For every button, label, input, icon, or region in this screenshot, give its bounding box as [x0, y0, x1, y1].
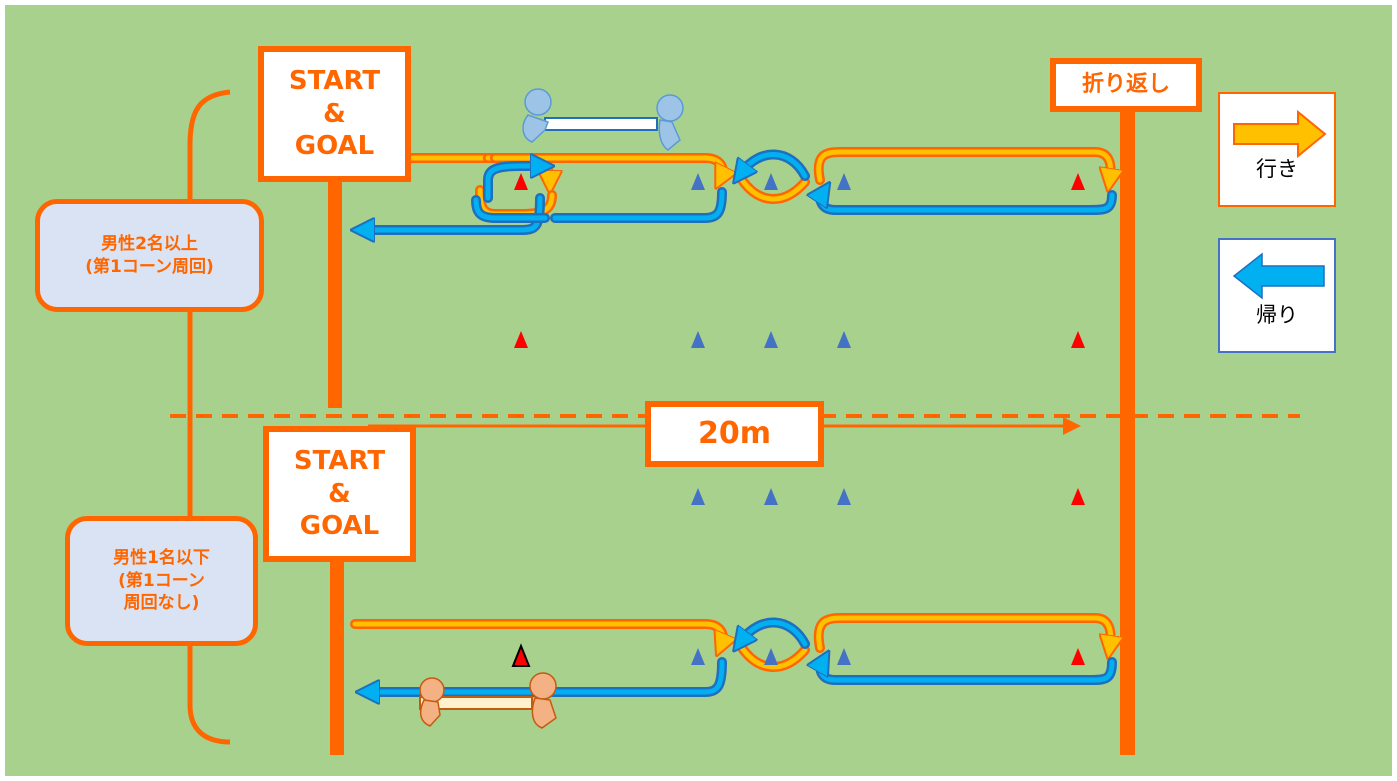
playing-field [5, 5, 1392, 776]
blue-cone [691, 331, 705, 348]
cones [511, 173, 1085, 667]
red-cone [1071, 331, 1085, 348]
blue-cone [837, 173, 851, 190]
legend-outbound: 行き [1218, 92, 1336, 207]
return-path-bottom [815, 657, 1117, 685]
start-goal-line3: GOAL [294, 131, 375, 162]
start-goal-line2: & [328, 478, 351, 509]
start-goal-line2: & [323, 98, 346, 129]
legend-outbound-label: 行き [1256, 157, 1298, 181]
legend-return: 帰り [1218, 238, 1336, 353]
distance-label-box: 20m [645, 401, 824, 467]
red-cone [514, 331, 528, 348]
orange-right-arrow-icon [1233, 109, 1327, 159]
blue-cone [837, 648, 851, 665]
group-top-line2: (第1コーン周回) [85, 256, 214, 277]
group-top-line1: 男性2名以上 [101, 233, 198, 254]
group-label-bottom: 男性1名以下 (第1コーン 周回なし) [65, 516, 258, 646]
runners-blue-icon [522, 88, 684, 151]
turnaround-sign: 折り返し [1050, 58, 1202, 112]
start-post-top [328, 180, 342, 408]
group-brace [187, 89, 231, 745]
blue-cone [837, 488, 851, 505]
blue-cone [837, 331, 851, 348]
legend-return-label: 帰り [1256, 303, 1298, 327]
blue-cone [764, 173, 778, 190]
start-goal-line3: GOAL [299, 511, 380, 542]
blue-cone [691, 173, 705, 190]
start-goal-line1: START [288, 66, 381, 97]
distance-label: 20m [697, 416, 771, 452]
blue-left-arrow-icon [1232, 252, 1325, 300]
blue-cone [764, 648, 778, 665]
blue-cone [691, 488, 705, 505]
outbound-path-bottom [350, 619, 728, 648]
blue-cone [764, 331, 778, 348]
group-label-top: 男性2名以上 (第1コーン周回) [35, 199, 264, 312]
red-cone [514, 173, 528, 190]
start-post-bottom [330, 560, 344, 755]
group-bottom-line1: 男性1名以下 [113, 547, 210, 568]
turnaround-post [1120, 105, 1135, 755]
red-cone [1071, 648, 1085, 665]
blue-cone [764, 488, 778, 505]
runners-orange-icon [419, 672, 557, 729]
group-bottom-line3: 周回なし) [123, 593, 200, 614]
red-cone [1071, 173, 1085, 190]
red-cone-outlined [511, 643, 531, 667]
blue-cone [691, 648, 705, 665]
red-cone [1071, 488, 1085, 505]
start-goal-sign-bottom: START & GOAL [263, 426, 416, 562]
start-goal-sign-top: START & GOAL [258, 46, 411, 182]
group-bottom-line2: (第1コーン [118, 570, 205, 591]
turnaround-label: 折り返し [1081, 72, 1170, 98]
start-goal-line1: START [293, 446, 386, 477]
